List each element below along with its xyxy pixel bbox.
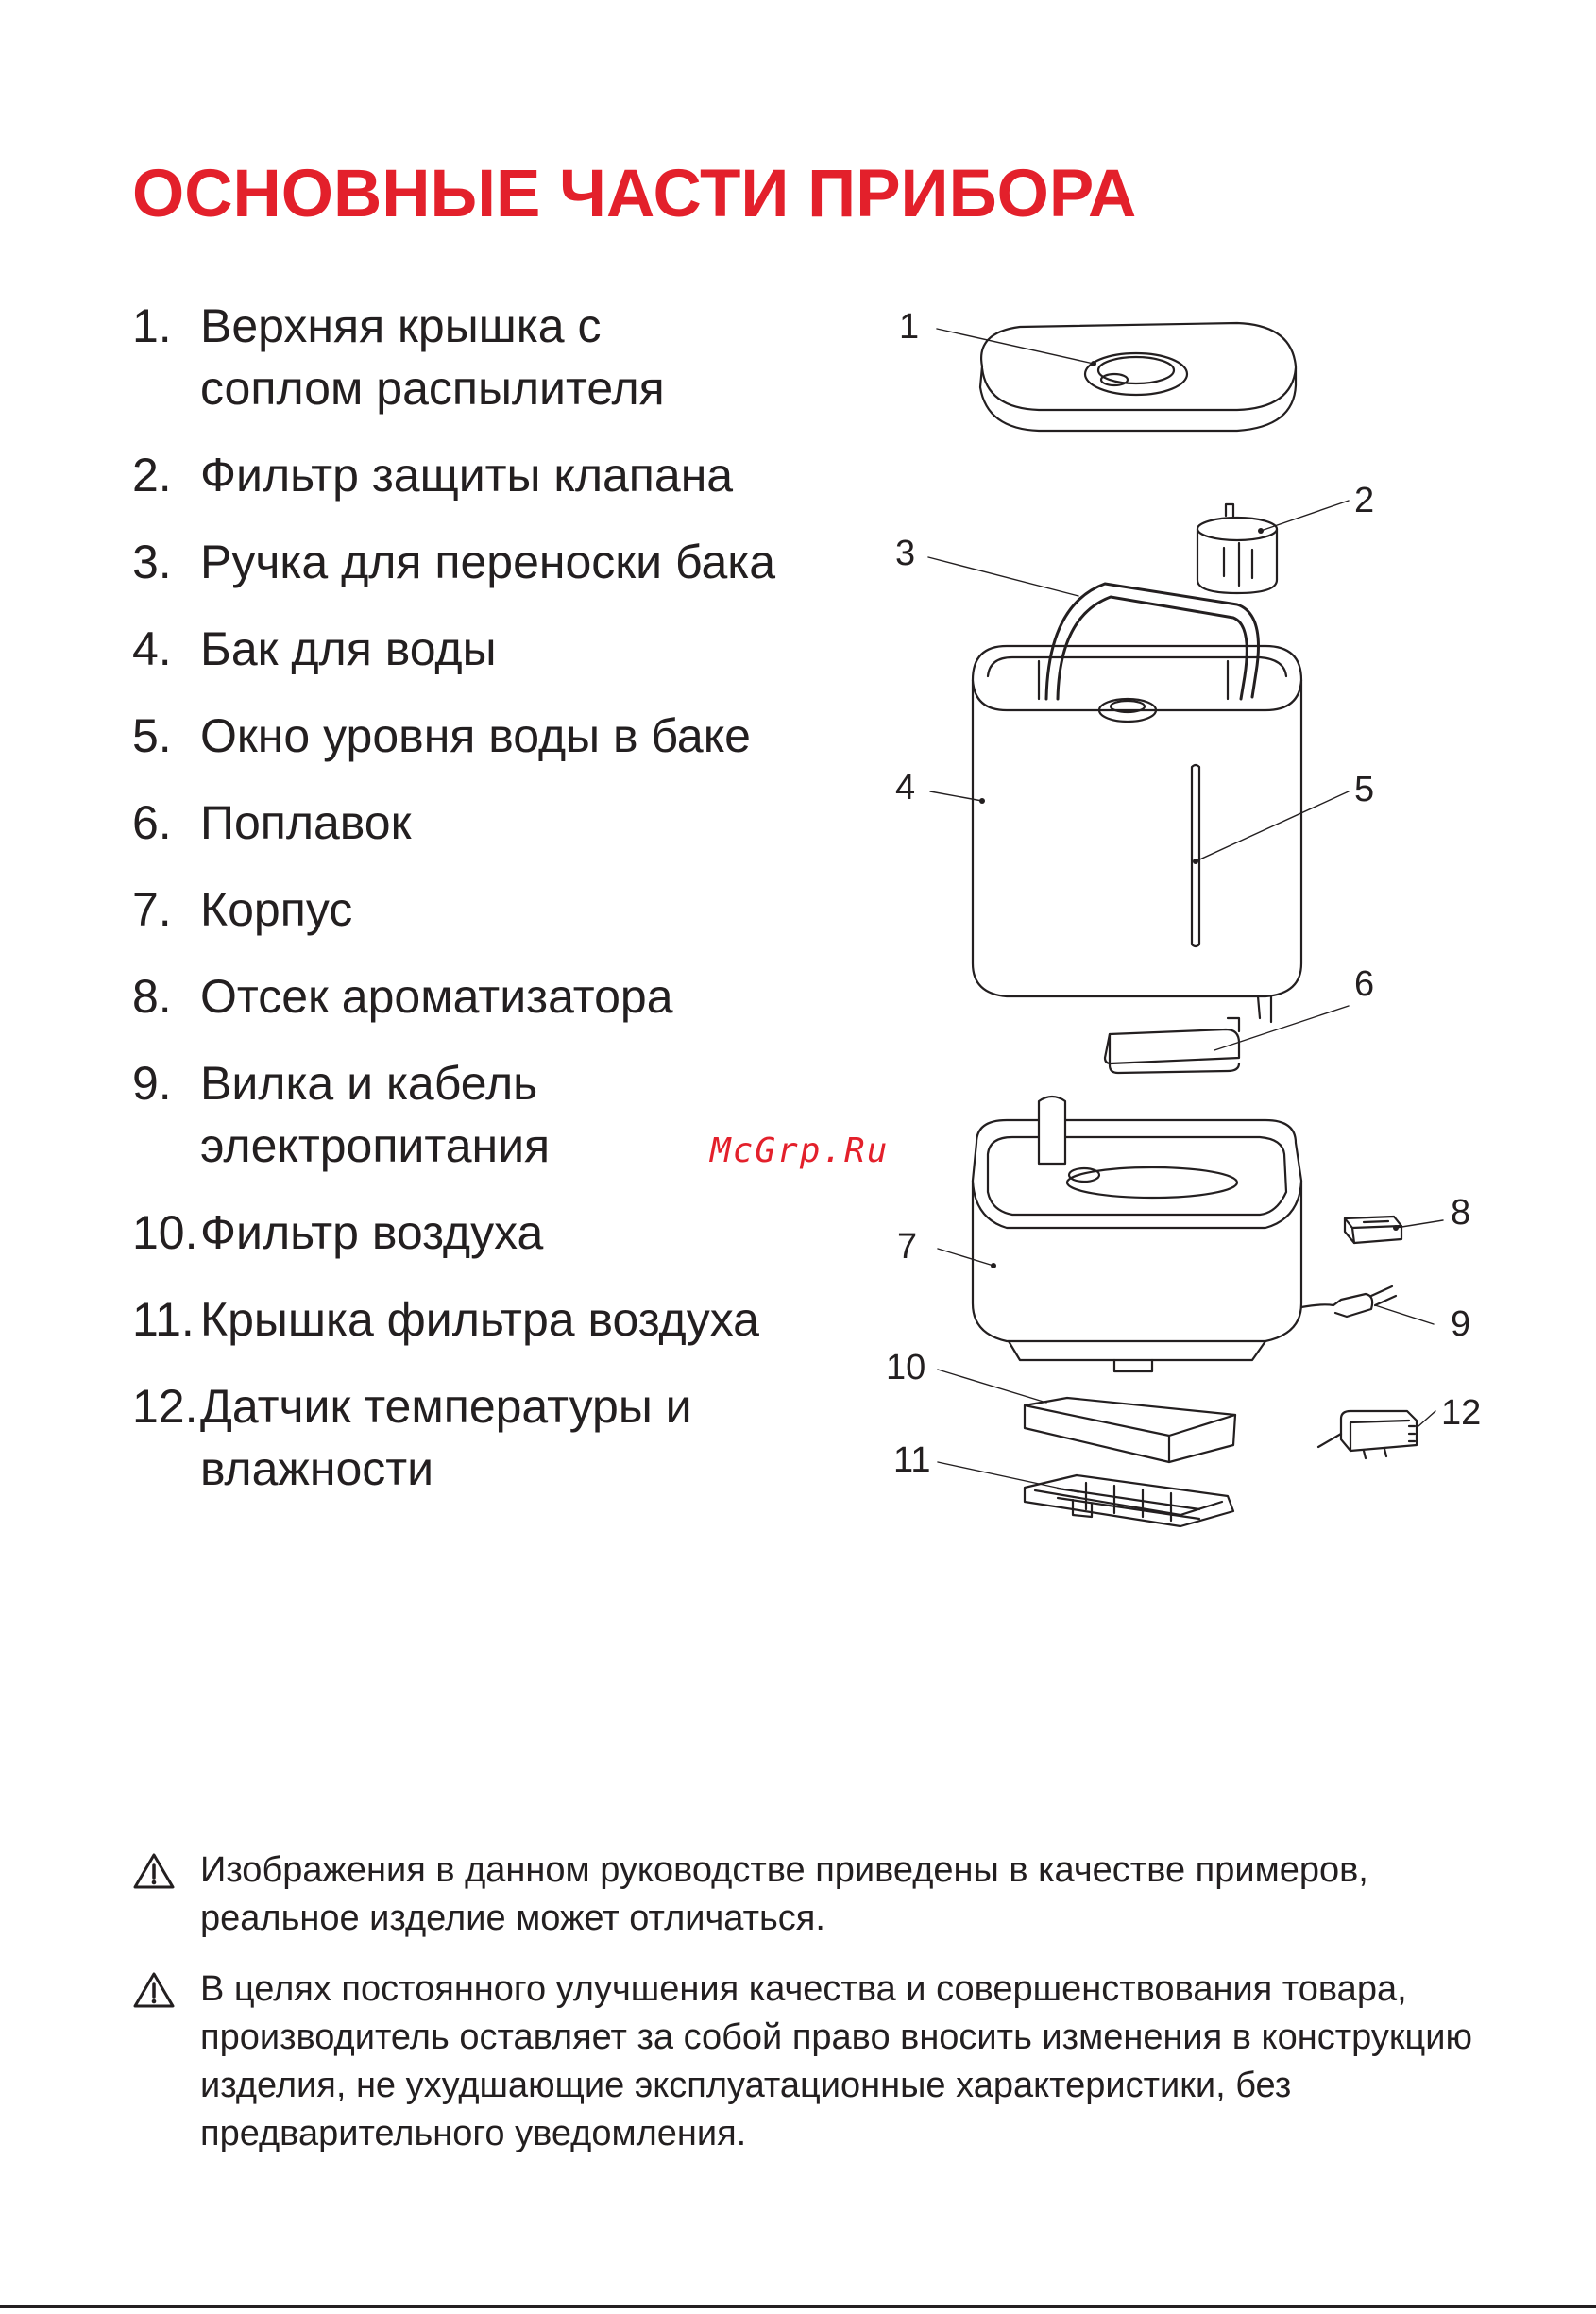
part-label: Фильтр воздуха [200,1206,544,1259]
part-number: 12. [132,1380,198,1433]
callout-12: 12 [1441,1393,1481,1433]
part-item-9: 9. Вилка и кабель электропитания [132,1052,644,1177]
air-filter-cover-part [1023,1473,1235,1528]
page-title: ОСНОВНЫЕ ЧАСТИ ПРИБОРА [132,157,1137,231]
part-item-6: 6. Поплавок [132,791,842,854]
part-label: Датчик температуры и влажности [200,1380,692,1495]
part-label: Крышка фильтра воздуха [200,1293,759,1346]
plug-cable-part [1299,1285,1398,1319]
callout-2: 2 [1354,481,1374,520]
part-number: 3. [132,536,172,588]
sensor-part [1316,1409,1418,1460]
callout-5: 5 [1354,770,1374,809]
part-number: 6. [132,796,172,849]
top-cover-part [978,321,1298,433]
part-label: Фильтр защиты клапана [200,449,734,502]
leader-lines [927,328,1444,1493]
part-number: 9. [132,1057,172,1110]
part-label: Вилка и кабель электропитания [200,1057,551,1172]
part-item-12: 12. Датчик температуры и влажности [132,1375,729,1500]
carry-handle-part [1044,582,1260,701]
warning-icon [132,1846,200,1943]
part-item-5: 5. Окно уровня воды в баке [132,705,842,767]
callout-7: 7 [897,1227,917,1267]
part-item-3: 3. Ручка для переноски бака [132,531,842,593]
part-label: Корпус [200,883,353,936]
part-label: Окно уровня воды в баке [200,709,751,762]
warning-icon [132,1965,200,2158]
part-number: 11. [132,1293,195,1346]
callout-3: 3 [895,534,915,573]
part-label: Ручка для переноски бака [200,536,776,588]
part-item-7: 7. Корпус [132,878,842,941]
part-item-8: 8. Отсек ароматизатора [132,965,842,1028]
callout-1: 1 [899,307,919,347]
part-label: Отсек ароматизатора [200,970,673,1023]
note-text: Изображения в данном руководстве приведе… [200,1850,1368,1938]
part-label: Бак для воды [200,622,497,675]
part-number: 10. [132,1206,198,1259]
callout-9: 9 [1451,1304,1470,1344]
float-part [1103,1016,1241,1075]
air-filter-part [1023,1396,1237,1464]
callout-11: 11 [893,1440,930,1480]
water-tank-part [971,644,1303,1024]
part-number: 4. [132,622,172,675]
part-item-1: 1. Верхняя крышка с соплом распылителя [132,295,729,419]
bottom-rule [0,2305,1596,2308]
part-number: 8. [132,970,172,1023]
note-text: В целях постоянного улучшения качества и… [200,1969,1472,2153]
callout-8: 8 [1451,1193,1470,1233]
water-level-window [1190,763,1201,948]
part-number: 7. [132,883,172,936]
notes: Изображения в данном руководстве приведе… [132,1846,1511,2181]
watermark: McGrp.Ru [710,1131,890,1170]
part-number: 1. [132,299,172,352]
note-item: Изображения в данном руководстве приведе… [132,1846,1511,1943]
part-item-11: 11. Крышка фильтра воздуха [132,1288,842,1351]
callout-6: 6 [1354,964,1374,1004]
callout-4: 4 [895,768,915,808]
part-item-2: 2. Фильтр защиты клапана [132,444,842,506]
note-item: В целях постоянного улучшения качества и… [132,1965,1511,2158]
housing-part [971,1095,1303,1373]
part-number: 5. [132,709,172,762]
part-item-4: 4. Бак для воды [132,618,842,680]
part-item-10: 10. Фильтр воздуха [132,1201,842,1264]
callout-10: 10 [886,1348,925,1387]
exploded-diagram: 1 2 3 4 5 6 7 8 9 10 11 12 [886,307,1481,1528]
aroma-compartment-part [1343,1215,1403,1245]
part-label: Поплавок [200,796,412,849]
valve-filter-part [1196,502,1279,595]
part-number: 2. [132,449,172,502]
part-label: Верхняя крышка с соплом распылителя [200,299,665,415]
